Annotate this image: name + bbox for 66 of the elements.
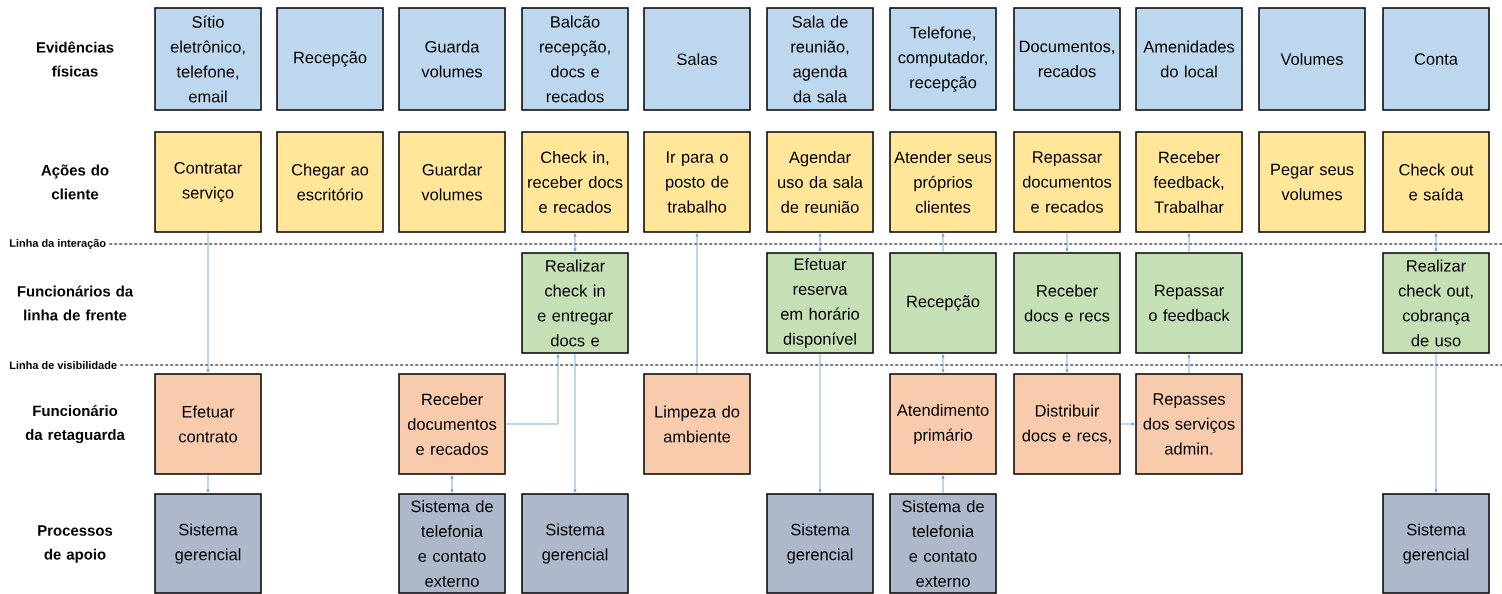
backstage-box: Atendimento primário bbox=[889, 373, 997, 475]
arrow bbox=[1120, 422, 1135, 426]
arrow bbox=[1434, 353, 1438, 493]
line-label: Linha de visibilidade bbox=[9, 360, 117, 369]
support-box: Sistema gerencial bbox=[154, 493, 262, 594]
backstage-box: Repasses dos serviços admin. bbox=[1135, 373, 1243, 475]
arrow bbox=[1187, 233, 1191, 253]
backstage-box: Distribuir docs e recs, bbox=[1013, 373, 1121, 475]
evidence-box: Documentos, recados bbox=[1013, 7, 1121, 111]
frontline-box: Realizar check out, cobrança de uso bbox=[1382, 252, 1490, 354]
backstage-box: Efetuar contrato bbox=[154, 373, 262, 475]
arrow bbox=[818, 353, 822, 493]
customer-action-box: Check out e saída bbox=[1382, 131, 1490, 233]
customer-action-box: Pegar seus volumes bbox=[1258, 131, 1366, 233]
backstage-box: Limpeza do ambiente bbox=[643, 373, 751, 475]
customer-action-box: Receber feedback, Trabalhar bbox=[1135, 131, 1243, 233]
arrow bbox=[1065, 353, 1069, 373]
evidence-box: Volumes bbox=[1258, 7, 1366, 111]
customer-action-box: Atender seus próprios clientes bbox=[889, 131, 997, 233]
frontline-box: Realizar check in e entregar docs e bbox=[521, 252, 629, 354]
arrow bbox=[206, 232, 210, 373]
evidence-box: Sala de reunião, agenda da sala bbox=[766, 7, 874, 111]
evidence-box: Guarda volumes bbox=[398, 7, 506, 111]
customer-action-box: Guardar volumes bbox=[398, 131, 506, 233]
row-heading: Funcionário da retaguarda bbox=[25, 405, 125, 443]
support-box: Sistema de telefonia e contato externo bbox=[889, 493, 997, 594]
evidence-box: Telefone, computador, recepção bbox=[889, 7, 997, 111]
customer-action-box: Check in, receber docs e recados bbox=[521, 131, 629, 233]
frontline-box: Repassar o feedback bbox=[1135, 252, 1243, 354]
customer-action-box: Chegar ao escritório bbox=[276, 131, 384, 233]
arrow bbox=[573, 233, 577, 252]
row-heading: Ações do cliente bbox=[41, 164, 109, 200]
support-box: Sistema gerencial bbox=[1382, 493, 1490, 594]
evidence-box: Recepção bbox=[276, 7, 384, 111]
row-heading: Processos de apoio bbox=[38, 525, 113, 563]
arrow bbox=[1187, 354, 1191, 374]
frontline-box: Recepção bbox=[889, 252, 997, 354]
evidence-box: Conta bbox=[1382, 7, 1490, 111]
arrow bbox=[573, 353, 577, 493]
frontline-box: Receber docs e recs bbox=[1013, 252, 1121, 354]
arrow bbox=[695, 233, 699, 374]
support-box: Sistema gerencial bbox=[766, 493, 874, 594]
customer-action-box: Agendar uso da sala de reunião bbox=[766, 131, 874, 233]
arrow bbox=[206, 474, 210, 493]
support-box: Sistema de telefonia e contato externo bbox=[398, 493, 506, 594]
customer-action-box: Ir para o posto de trabalho bbox=[643, 131, 751, 233]
support-box: Sistema gerencial bbox=[521, 493, 629, 594]
row-heading: Evidências físicas bbox=[36, 41, 114, 77]
backstage-box: Receber documentos e recados bbox=[398, 373, 506, 475]
arrow bbox=[941, 354, 945, 373]
row-heading: Funcionários da linha de frente bbox=[17, 285, 134, 321]
evidence-box: Sítio eletrônico, telefone, email bbox=[154, 7, 262, 111]
arrow bbox=[505, 354, 560, 425]
line-label: Linha da interação bbox=[9, 238, 106, 250]
customer-action-box: Contratar serviço bbox=[154, 131, 262, 233]
frontline-box: Efetuar reserva em horário disponível bbox=[766, 252, 874, 354]
evidence-box: Balcão recepção, docs e recados bbox=[521, 7, 629, 111]
arrow bbox=[450, 475, 454, 493]
arrow bbox=[818, 233, 822, 252]
customer-action-box: Repassar documentos e recados bbox=[1013, 131, 1121, 233]
arrow bbox=[1065, 232, 1069, 252]
evidence-box: Salas bbox=[643, 7, 751, 111]
evidence-box: Amenidades do local bbox=[1135, 7, 1243, 111]
arrow bbox=[941, 233, 945, 253]
arrow bbox=[941, 475, 945, 494]
arrow bbox=[1434, 233, 1438, 252]
